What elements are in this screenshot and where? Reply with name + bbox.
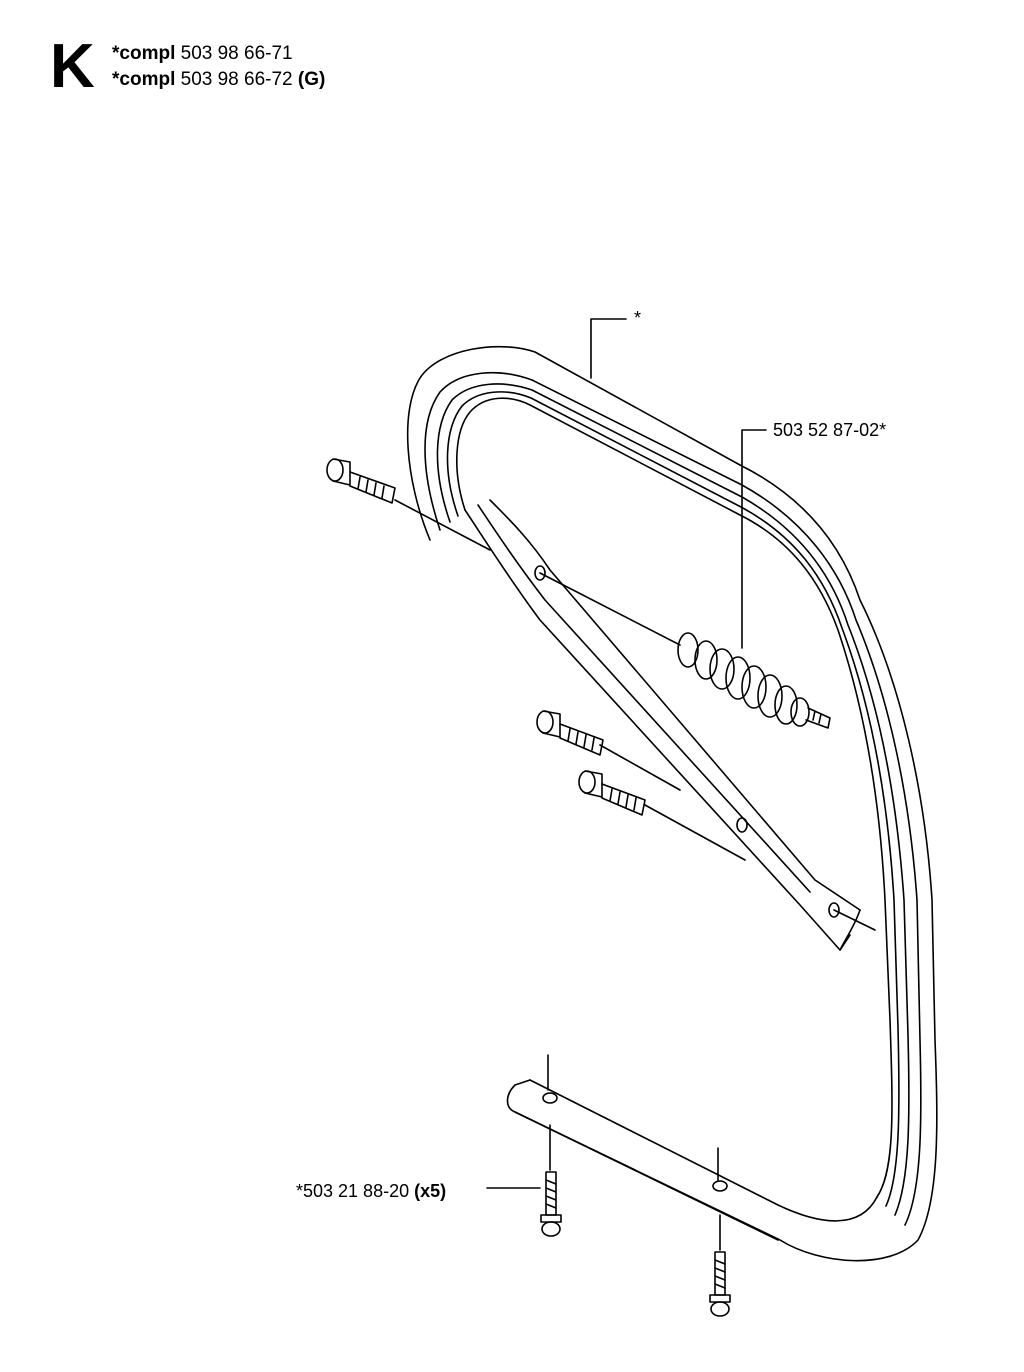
- brace-center: [477, 504, 811, 893]
- kit-2-number: 503 98 66-72: [180, 69, 293, 90]
- base-hole-1: [542, 1092, 558, 1104]
- assembly-line-screw-3: [644, 804, 746, 861]
- brace-end-break: [839, 909, 861, 951]
- callout-screw: *503 21 88-20 (x5): [296, 1182, 446, 1200]
- handle-outer-contour: [406, 345, 938, 1262]
- kit-1-prefix: *compl: [112, 43, 176, 64]
- brace-outer: [464, 509, 851, 951]
- brace-hole-3: [828, 902, 840, 918]
- assembly-line-bumper: [539, 572, 681, 646]
- screw-middle-1: [536, 710, 604, 756]
- kit-line-1: *compl 503 98 66-71: [112, 44, 293, 63]
- rubber-bumper: [677, 632, 831, 729]
- screw-bottom-2: [709, 1251, 731, 1317]
- section-letter: K: [50, 32, 95, 101]
- handle-inner-contour: [456, 397, 893, 1198]
- handle-bottom-flat: [529, 1079, 878, 1222]
- callout-screw-number: *503 21 88-20: [296, 1181, 410, 1201]
- leader-handle: [590, 318, 627, 379]
- brace-hole-1: [534, 565, 546, 581]
- kit-2-suffix: (G): [297, 69, 326, 90]
- callout-bumper: 503 52 87-02*: [773, 420, 887, 440]
- assembly-line-top-screw: [394, 499, 491, 551]
- assembly-line-screw-2: [599, 744, 681, 791]
- brace-hole-2: [736, 817, 748, 833]
- brace-inner: [489, 499, 861, 911]
- base-hole-2: [712, 1180, 728, 1192]
- kit-1-number: 503 98 66-71: [180, 43, 293, 64]
- screw-middle-2: [578, 770, 646, 816]
- screw-bottom-1: [540, 1171, 562, 1237]
- callout-handle: *: [634, 308, 642, 328]
- kit-line-2: *compl 503 98 66-72 (G): [112, 70, 325, 89]
- handle-groove-3: [446, 391, 900, 1207]
- kit-2-prefix: *compl: [112, 69, 176, 90]
- handle-bottom-edge: [514, 1111, 779, 1241]
- assembly-line-brace-end: [833, 909, 876, 931]
- leader-bumper: [741, 429, 767, 649]
- handle-groove-1: [424, 371, 922, 1226]
- callout-screw-qty: (x5): [414, 1181, 447, 1201]
- handle-groove-2: [436, 383, 910, 1216]
- screw-top: [326, 458, 396, 504]
